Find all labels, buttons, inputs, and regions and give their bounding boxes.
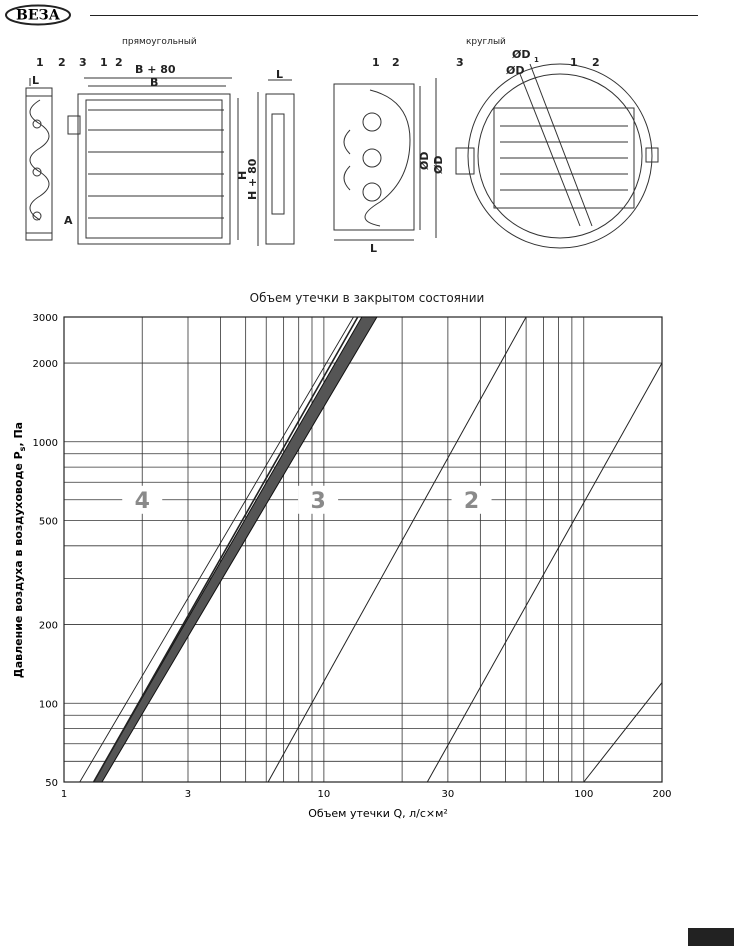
y-tick-label: 500 bbox=[39, 516, 58, 527]
class-label-2: 2 bbox=[464, 489, 479, 514]
caption-round: круглый bbox=[466, 37, 506, 47]
page-tab bbox=[688, 928, 734, 946]
series-line-2 bbox=[426, 362, 663, 783]
class-label-layer: 4 3 2 bbox=[122, 485, 492, 514]
label-D1-front: ØD bbox=[512, 48, 530, 61]
y-tick-label: 3000 bbox=[33, 313, 58, 324]
chart-title: Объем утечки в закрытом состоянии bbox=[249, 291, 485, 305]
x-tick-label: 30 bbox=[442, 789, 455, 800]
label-3-rect: 3 bbox=[79, 56, 87, 69]
label-1-roundfront: 1 bbox=[570, 56, 578, 69]
x-axis-label: Объем утечки Q, л/с×м² bbox=[308, 807, 448, 820]
y-tick-label: 1000 bbox=[33, 438, 58, 449]
caption-rectangular: прямоугольный bbox=[122, 37, 197, 47]
round-side-view bbox=[333, 78, 437, 241]
label-B: B bbox=[150, 76, 158, 89]
label-L-right: L bbox=[276, 68, 283, 81]
series-line-3 bbox=[267, 316, 527, 783]
y-axis-label: Давление воздуха в воздуховоде Ps, Па bbox=[12, 422, 27, 678]
label-1-round: 1 bbox=[372, 56, 380, 69]
x-tick-label: 1 bbox=[61, 789, 67, 800]
label-D1-front-sub: 1 bbox=[534, 56, 539, 64]
label-D-side: ØD bbox=[418, 152, 431, 170]
tick-label-layer: 1 3 10 30 100 200 50 100 200 500 1000 2000 3000 bbox=[33, 313, 672, 800]
label-2-round: 2 bbox=[392, 56, 400, 69]
label-1-rect: 1 bbox=[36, 56, 44, 69]
label-2-roundfront: 2 bbox=[592, 56, 600, 69]
grid-layer bbox=[63, 316, 663, 783]
rect-side-view bbox=[25, 78, 53, 241]
class-label-4: 4 bbox=[135, 489, 150, 514]
series-line-unlabeled bbox=[583, 682, 663, 783]
series-layer bbox=[79, 316, 663, 783]
label-B80: B + 80 bbox=[135, 63, 176, 76]
label-L-left: L bbox=[32, 74, 39, 87]
label-D1-side: ØD bbox=[432, 156, 445, 174]
label-2-rect: 2 bbox=[58, 56, 66, 69]
series-band-4 bbox=[92, 316, 378, 783]
x-tick-label: 200 bbox=[652, 789, 671, 800]
label-L-round: L bbox=[370, 242, 377, 255]
y-axis-label-sub: s bbox=[18, 446, 27, 451]
y-axis-label-tail: , Па bbox=[12, 422, 25, 447]
brand-logo: ВЕЗА bbox=[4, 4, 72, 26]
y-tick-label: 2000 bbox=[33, 359, 58, 370]
y-axis-label-main: Давление воздуха в воздуховоде P bbox=[12, 451, 25, 678]
class-label-3: 3 bbox=[310, 489, 325, 514]
label-1-front: 1 bbox=[100, 56, 108, 69]
technical-drawings: 1 2 3 1 2 L B + 80 B A L H H + 80 1 2 L … bbox=[25, 48, 659, 255]
header-rule bbox=[90, 15, 698, 16]
label-3-round: 3 bbox=[456, 56, 464, 69]
class-label-bg bbox=[122, 485, 163, 514]
rect-front-view bbox=[67, 77, 259, 246]
y-tick-label: 100 bbox=[39, 699, 58, 710]
label-H80: H + 80 bbox=[246, 158, 259, 200]
class-label-bg bbox=[451, 485, 492, 514]
logo-text: ВЕЗА bbox=[16, 8, 61, 24]
x-tick-label: 100 bbox=[574, 789, 593, 800]
plot-frame bbox=[63, 316, 663, 783]
label-A: A bbox=[64, 214, 73, 227]
series-envelope-line bbox=[79, 316, 354, 783]
y-tick-label: 200 bbox=[39, 621, 58, 632]
round-front-view bbox=[455, 63, 659, 249]
y-tick-label: 50 bbox=[45, 778, 58, 789]
x-tick-label: 3 bbox=[185, 789, 191, 800]
label-D-front: ØD bbox=[506, 64, 524, 77]
x-tick-label: 10 bbox=[318, 789, 331, 800]
rect-right-view bbox=[265, 79, 295, 245]
class-label-bg bbox=[298, 485, 339, 514]
label-H: H bbox=[236, 171, 249, 180]
label-2-front: 2 bbox=[115, 56, 123, 69]
series-line-4 bbox=[92, 316, 359, 783]
